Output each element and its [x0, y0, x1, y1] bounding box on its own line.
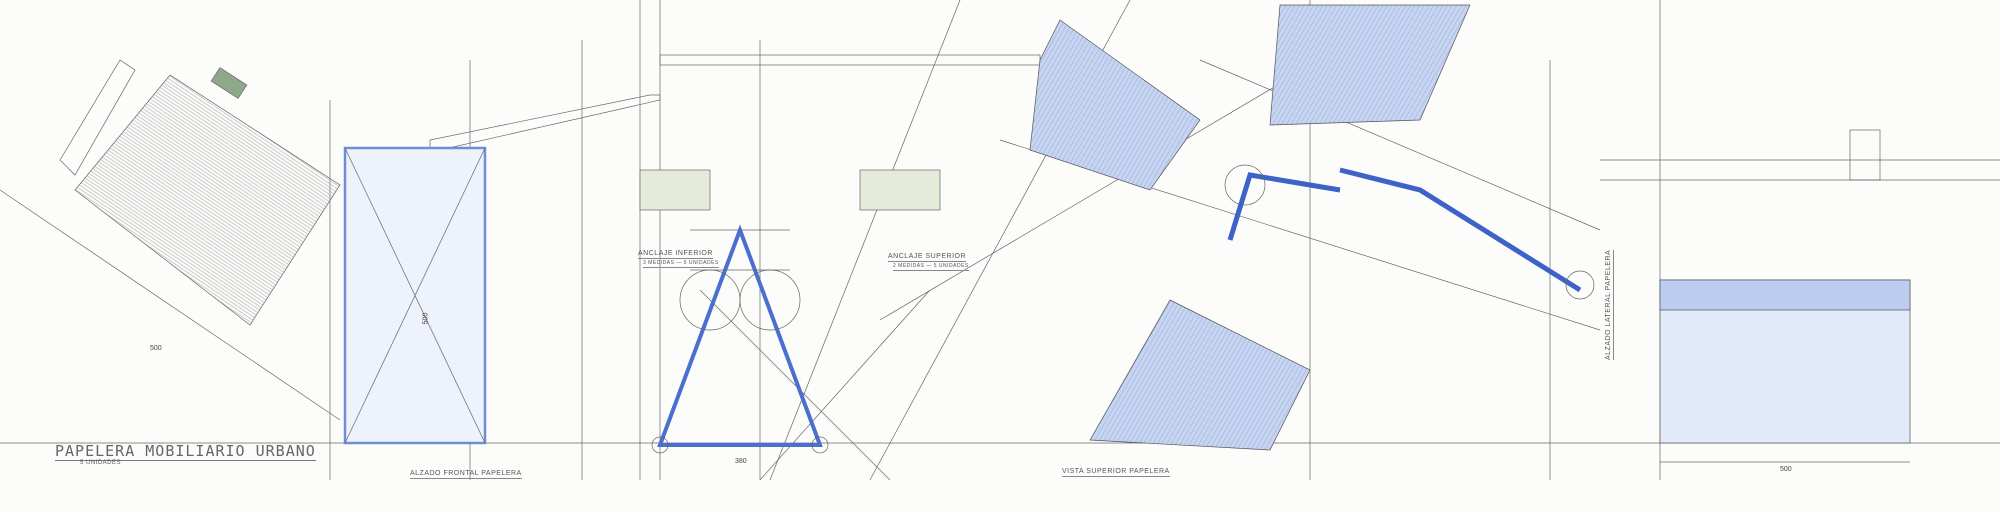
drawing-title: PAPELERA MOBILIARIO URBANO: [55, 442, 316, 461]
panel-bottom: [1089, 299, 1311, 451]
panel-top-center: [1269, 4, 1471, 126]
label-upper-anchor-note: 2 MEDIDAS — 5 UNIDADES: [893, 263, 969, 271]
dimension-height-left: 500: [422, 312, 430, 325]
label-top-view: VISTA SUPERIOR PAPELERA: [1062, 468, 1170, 477]
dimension-triangle-base: 380: [735, 458, 747, 465]
panel-top-left: [1029, 19, 1201, 191]
dimension-width-left: 500: [150, 345, 162, 352]
label-lower-anchor: ANCLAJE INFERIOR: [638, 250, 713, 259]
label-side-elevation: ALZADO LATERAL PAPELERA: [1605, 249, 1614, 360]
label-upper-anchor: ANCLAJE SUPERIOR: [888, 253, 967, 262]
triangle-frame: [657, 224, 823, 447]
dimension-width-right: 500: [1780, 466, 1792, 473]
label-lower-anchor-note: 3 MEDIDAS — 5 UNIDADES: [643, 260, 719, 268]
tilted-box-view: [74, 74, 341, 326]
drawing-subtitle: 5 UNIDADES: [80, 460, 122, 466]
label-front-elevation: ALZADO FRONTAL PAPELERA: [410, 470, 522, 479]
